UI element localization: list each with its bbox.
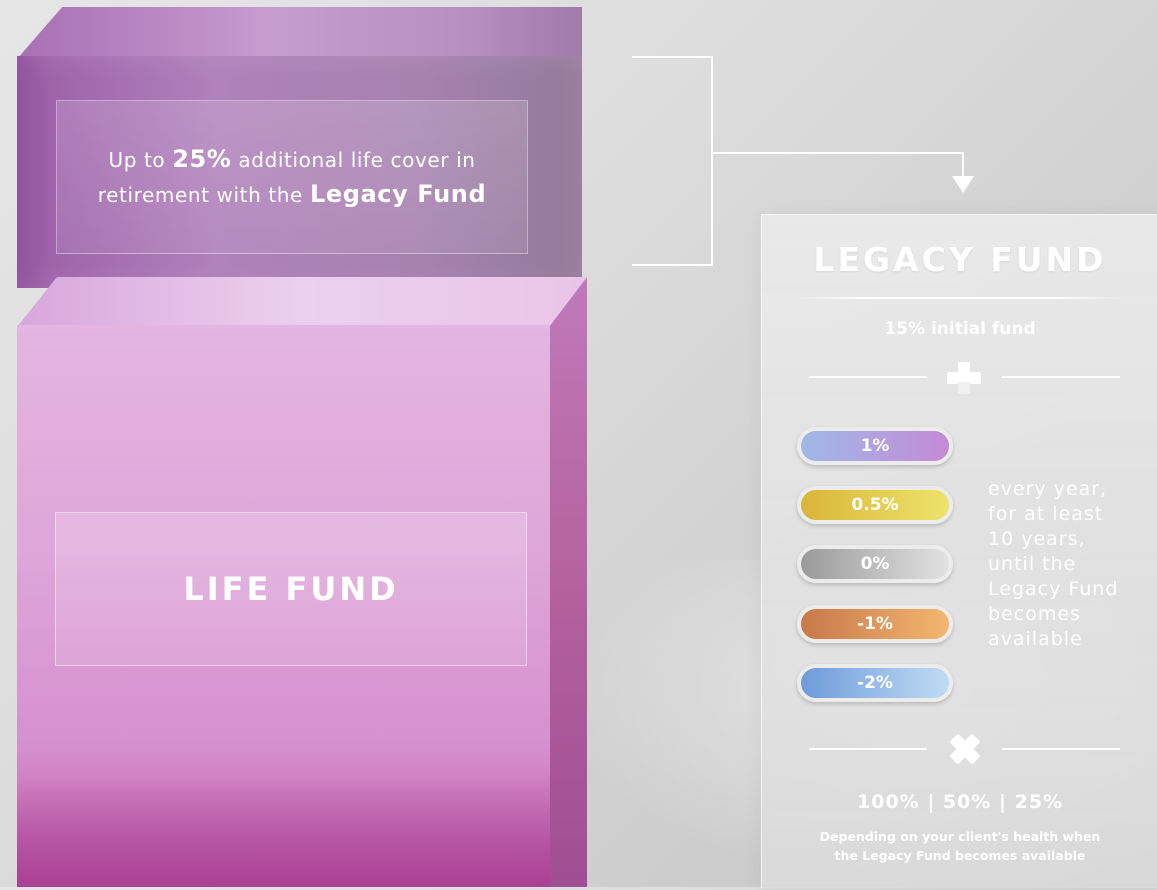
health-note: Depending on your client's health when t… xyxy=(762,827,1157,865)
condition-line: available xyxy=(988,628,1083,650)
connector-drop-line xyxy=(962,152,964,178)
rate-pill-3: 0% xyxy=(797,545,953,583)
divider-right-1 xyxy=(1002,376,1120,378)
top-line1-highlight: 25% xyxy=(172,145,232,173)
top-block-top-face xyxy=(17,7,582,59)
connector-bottom-line xyxy=(632,264,713,266)
title-underline xyxy=(797,297,1122,299)
condition-line: becomes xyxy=(988,603,1081,625)
condition-line: for at least xyxy=(988,503,1104,525)
condition-line: 10 years, xyxy=(988,528,1086,550)
rate-pill-5: -2% xyxy=(797,664,953,702)
condition-line: every year, xyxy=(988,478,1108,500)
divider-left-1 xyxy=(809,376,927,378)
top-line2-prefix: retirement with the xyxy=(97,183,303,207)
health-note-line-2: the Legacy Fund becomes available xyxy=(834,848,1086,863)
divider-left-2 xyxy=(809,748,927,750)
legacy-fund-panel: LEGACY FUND 15% initial fund 1% 0.5% 0% … xyxy=(761,214,1157,888)
life-block xyxy=(17,325,550,887)
rate-pill-2: 0.5% xyxy=(797,486,953,524)
life-block-top-face xyxy=(17,277,587,327)
payout-percentages: 100% | 50% | 25% xyxy=(857,791,1063,813)
rate-pill-4-label: -1% xyxy=(857,614,893,634)
initial-fund-label: 15% initial fund xyxy=(884,319,1036,339)
rate-pill-3-label: 0% xyxy=(860,554,890,574)
top-block-text: Up to 25% additional life cover in retir… xyxy=(98,142,487,212)
rate-pill-1: 1% xyxy=(797,427,953,465)
rate-pill-1-label: 1% xyxy=(860,436,890,456)
rate-pill-4: -1% xyxy=(797,605,953,643)
top-block-panel: Up to 25% additional life cover in retir… xyxy=(56,100,528,254)
life-fund-title: LIFE FUND xyxy=(183,570,399,608)
legacy-fund-title: LEGACY FUND xyxy=(813,240,1107,279)
connector-top-line xyxy=(632,56,713,58)
condition-line: Legacy Fund xyxy=(988,578,1119,600)
health-note-line-1: Depending on your client's health when xyxy=(819,829,1101,844)
connector-arrow-icon xyxy=(952,176,974,193)
rate-pill-2-label: 0.5% xyxy=(851,495,899,515)
top-line1-suffix: additional life cover in xyxy=(238,148,476,172)
life-block-side-face xyxy=(550,277,587,887)
top-line1-prefix: Up to xyxy=(108,148,166,172)
top-line2-highlight: Legacy Fund xyxy=(309,180,487,208)
condition-line: until the xyxy=(988,553,1077,575)
divider-right-2 xyxy=(1002,748,1120,750)
life-block-panel: LIFE FUND xyxy=(55,512,527,666)
connector-vertical-line xyxy=(711,56,713,266)
connector-mid-line xyxy=(713,152,964,154)
condition-text: every year, for at least 10 years, until… xyxy=(988,477,1153,652)
top-block xyxy=(17,56,582,288)
rate-pill-5-label: -2% xyxy=(857,673,893,693)
multiply-icon xyxy=(950,734,980,764)
plus-icon xyxy=(947,362,981,394)
